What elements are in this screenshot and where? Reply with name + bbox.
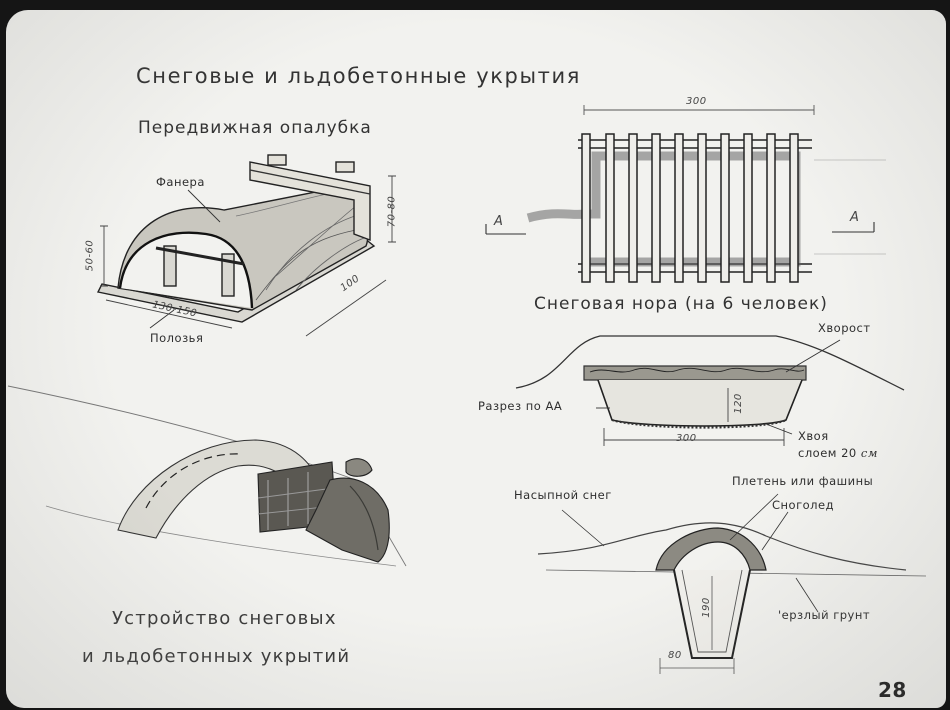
section-aa-label: Разрез по АА [478,399,563,413]
slide: Снеговые и льдобетонные укрытия Передвиж… [6,10,946,708]
section-marker-left: A [494,214,504,229]
formwork-drawing [96,154,396,337]
formwork-title: Передвижная опалубка [138,118,372,138]
brushwood-label: Хворост [818,321,871,335]
section-marker-right: A [850,210,860,225]
frozen-ground-label: 'ерзлый грунт [778,608,871,622]
plywood-label: Фанера [156,175,205,189]
scene-caption-line1: Устройство снеговых [112,608,337,629]
scene-caption-line2: и льдобетонных укрытий [82,646,351,667]
needles-layer: слоем 20 см [798,446,878,460]
trench-dim-depth: 190 [700,597,712,618]
burrow-title: Снеговая нора (на 6 человек) [534,294,828,314]
page-number: 28 [878,678,907,702]
formwork-dim-side: 70-80 [386,195,398,228]
trench-dim-bottom: 80 [668,650,682,661]
illustrations [7,105,927,674]
burrow-slats [581,133,799,283]
formwork-dim-height: 50-60 [84,239,96,272]
wattle-label: Плетень или фашины [732,474,874,488]
burrow-dim-bottom: 300 [676,433,697,444]
runners-label: Полозья [150,331,204,345]
burrow-dim-top: 300 [686,96,707,107]
burrow-dim-depth: 120 [732,393,744,414]
burrow-section-drawing [515,335,905,446]
burrow-plan-drawing [485,105,886,283]
snow-ice-label: Сноголед [772,498,835,512]
needles-label: Хвоя [798,429,829,443]
bulk-snow-label: Насыпной снег [514,488,612,502]
page-title: Снеговые и льдобетонные укрытия [136,64,581,88]
trench-section-drawing [537,493,927,674]
needles-unit: см [860,446,878,460]
scene-drawing [7,385,407,567]
needles-layer-text: слоем 20 [798,446,857,460]
